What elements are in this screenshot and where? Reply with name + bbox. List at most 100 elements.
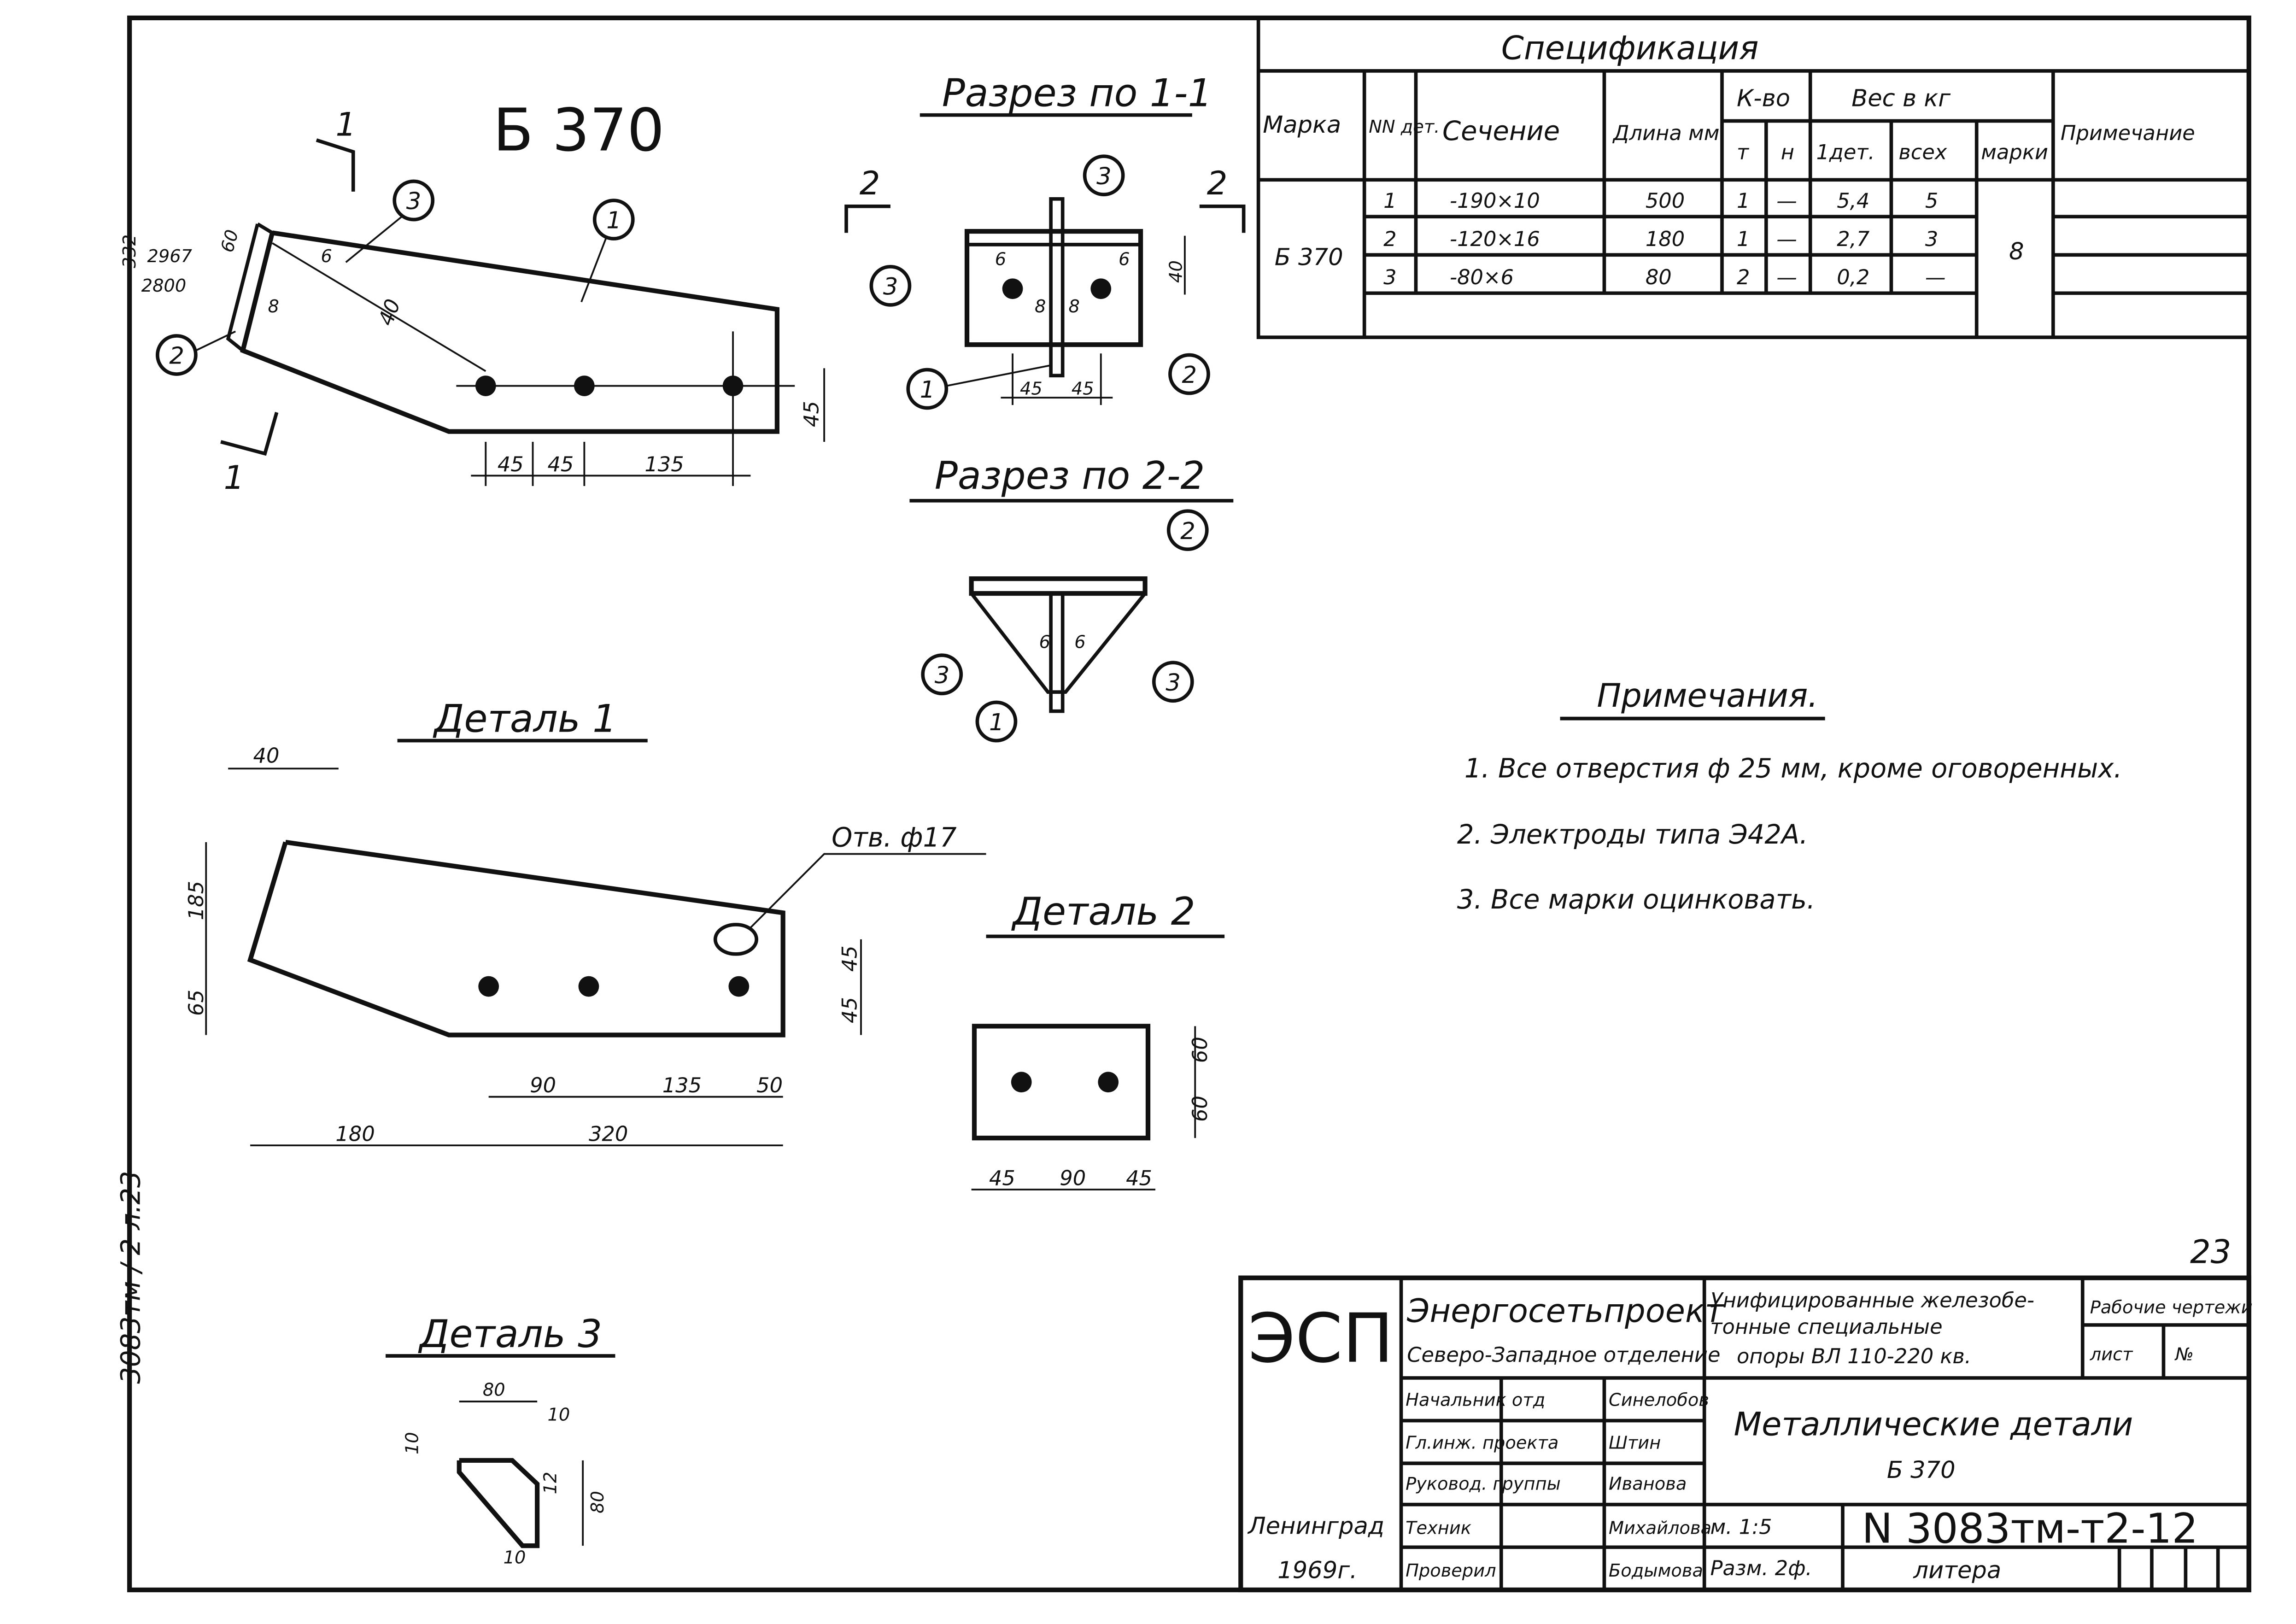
org-name: Энергосетьпроект (1406, 1292, 1724, 1330)
col-header: Длина мм (1612, 121, 1720, 145)
cell-qty-t: 1 (1737, 188, 1750, 213)
signature-name: Иванова (1609, 1474, 1687, 1495)
dim: 6 (1039, 632, 1050, 652)
city: Ленинград (1247, 1513, 1384, 1540)
col-header: н (1781, 140, 1794, 164)
title-block: ЭСП Энергосетьпроект Северо-Западное отд… (1238, 1275, 2253, 1593)
cell-length: 500 (1646, 188, 1685, 213)
detail-3-title: Деталь 3 (418, 1312, 603, 1356)
dim: 10 (504, 1547, 526, 1568)
dim: 8 (1035, 296, 1046, 317)
callout-1: 1 (989, 709, 1004, 736)
cell-weight-all: — (1925, 265, 1946, 289)
cell-length: 180 (1646, 227, 1685, 251)
col-header: марки (1981, 140, 2048, 164)
note-item: 3. Все марки оцинковать. (1457, 884, 1815, 915)
dim: 45 (799, 401, 823, 427)
cut-mark: 2 (1207, 164, 1228, 202)
signature-name: Штин (1609, 1432, 1661, 1453)
cell-qty-n: — (1776, 265, 1797, 289)
detail-1-title: Деталь 1 (432, 696, 617, 741)
cut-mark: 1 (224, 459, 245, 497)
specification-table: Спецификация Марка NN дет. Сечение Длина… (1256, 16, 2251, 339)
cell-qty-n: — (1776, 188, 1797, 213)
cell-section: -80×6 (1450, 265, 1514, 289)
dim: 80 (587, 1491, 608, 1513)
dim: 185 (184, 881, 208, 920)
callout-2: 2 (1180, 518, 1195, 545)
col-header: К-во (1737, 85, 1790, 112)
dim: 40 (253, 743, 280, 768)
dim: 180 (335, 1122, 375, 1146)
col-header: Примечание (2061, 121, 2195, 145)
signature-role: Гл.инж. проекта (1406, 1432, 1558, 1453)
detail-2-title: Деталь 2 (1011, 889, 1195, 934)
signature-role: Техник (1406, 1518, 1471, 1539)
project-title: Унифицированные железобе- (1710, 1288, 2034, 1313)
branch-name: Северо-Западное отделение (1407, 1343, 1720, 1367)
sheet-frame (127, 15, 2251, 1593)
cut-mark: 2 (860, 164, 880, 202)
cell-qty-t: 2 (1737, 265, 1750, 289)
main-view: Б 370 45 45 135 45 40 60 2967 2800 332 6… (119, 96, 826, 497)
dim: 90 (1060, 1166, 1086, 1190)
signature-role: Проверил (1406, 1560, 1496, 1581)
callout-3: 3 (406, 188, 422, 215)
detail-3: Деталь 3 80 10 10 12 80 10 (386, 1312, 615, 1568)
col-header: всех (1898, 140, 1947, 164)
corner-note: 23 (2190, 1233, 2231, 1271)
logo: ЭСП (1248, 1299, 1394, 1378)
dim: 10 (402, 1432, 422, 1454)
dim: 90 (530, 1073, 556, 1097)
detail-2: Деталь 2 45 90 45 60 60 (971, 889, 1225, 1190)
dim: 135 (662, 1073, 702, 1097)
weld-size: 6 (321, 246, 332, 267)
col-header: т (1737, 140, 1750, 164)
drawing-title: Металлические детали (1734, 1406, 2133, 1443)
notes-title: Примечания. (1597, 677, 1818, 715)
callout-3: 3 (883, 274, 898, 301)
cell-weight-one: 0,2 (1837, 265, 1869, 289)
cell-num: 1 (1383, 188, 1396, 213)
cell-qty-n: — (1776, 227, 1797, 251)
dim: 45 (837, 997, 861, 1023)
spec-mark-weight: 8 (2009, 238, 2024, 265)
weld-size: 8 (268, 296, 279, 317)
dim: 6 (1074, 632, 1085, 652)
dim: 2967 (147, 246, 192, 267)
section-2-2: Разрез по 2-2 6 6 2 3 3 1 (909, 453, 1234, 743)
signature-role: Начальник отд (1406, 1390, 1545, 1411)
section-1-title: Разрез по 1-1 (942, 71, 1212, 116)
callout-3: 3 (935, 662, 950, 689)
project-title: опоры ВЛ 110-220 кв. (1737, 1344, 1971, 1368)
hole-label: Отв. ф17 (832, 822, 957, 853)
col-header: 1дет. (1816, 140, 1874, 164)
dim: 60 (1188, 1037, 1212, 1063)
dim: 45 (989, 1166, 1015, 1190)
cell-num: 2 (1383, 227, 1396, 251)
callout-3: 3 (1096, 163, 1112, 190)
dim: 332 (119, 235, 140, 268)
signature-name: Михайлова (1609, 1518, 1711, 1539)
dim: 45 (547, 452, 574, 476)
dim: 45 (837, 945, 861, 972)
cell-length: 80 (1646, 265, 1672, 289)
scale: м. 1:5 (1710, 1515, 1772, 1539)
dim: 320 (589, 1122, 628, 1146)
col-header: Вес в кг (1851, 85, 1951, 112)
drawing-mark: Б 370 (1887, 1457, 1956, 1484)
cell-weight-one: 2,7 (1837, 227, 1870, 251)
col-header: NN дет. (1369, 117, 1440, 137)
stage: Рабочие чертежи (2090, 1297, 2253, 1318)
cell-weight-all: 5 (1925, 188, 1938, 213)
spec-title: Спецификация (1501, 29, 1759, 67)
section-2-title: Разрез по 2-2 (935, 453, 1205, 498)
sheet-label: лист (2090, 1344, 2133, 1365)
dim: 45 (1020, 379, 1043, 399)
note-item: 2. Электроды типа Э42А. (1457, 819, 1808, 850)
callout-3: 3 (1166, 669, 1181, 697)
